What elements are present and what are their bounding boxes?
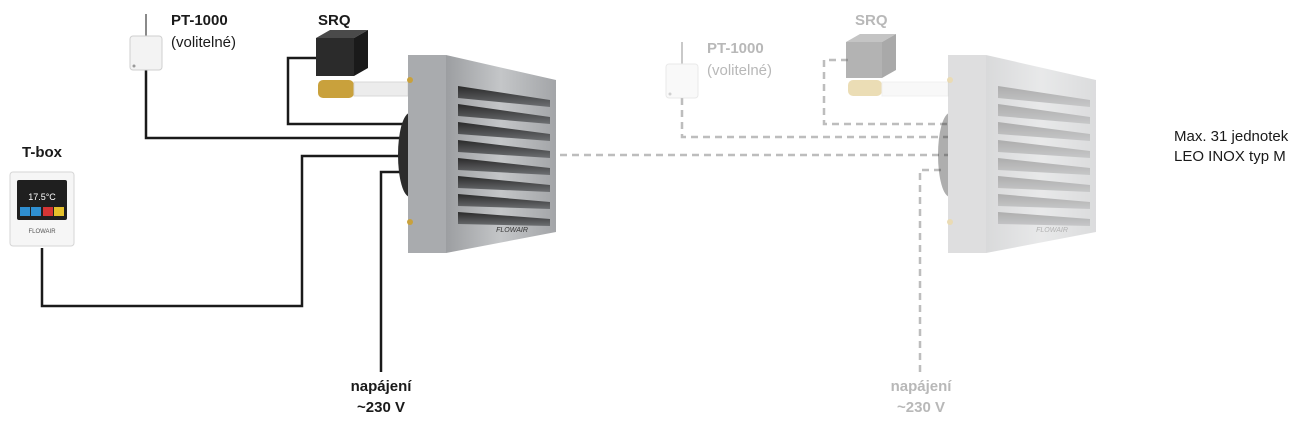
- power-label-right: napájení: [890, 378, 952, 395]
- wire-tbox-to-heater: [40, 154, 408, 308]
- pt1000-sublabel-right: (volitelné): [707, 62, 773, 79]
- tbox-controller: 17.5°C FLOWAIR: [9, 171, 75, 247]
- tbox-button-blue-2: [31, 207, 41, 216]
- heater-louvers-left: [458, 86, 550, 226]
- heater-louvers-right: [998, 86, 1090, 226]
- pt1000-label-right: PT-1000: [707, 40, 764, 57]
- tbox-label: T-box: [22, 144, 62, 161]
- heater-unit-right: FLOWAIR: [938, 55, 1096, 253]
- heater-fan-right: [938, 113, 962, 197]
- heater-unit-left: FLOWAIR: [398, 55, 556, 253]
- wire-valve-loop: [286, 56, 408, 126]
- wire-sensor-right: [680, 98, 948, 139]
- pt1000-label-left: PT-1000: [171, 12, 228, 29]
- pt1000-sublabel-left: (volitelné): [171, 34, 237, 51]
- heater-brand-right: FLOWAIR: [1036, 227, 1068, 234]
- max-units-note-line1: Max. 31 jednotek: [1174, 128, 1289, 145]
- wire-valve-loop-right: [822, 58, 948, 126]
- power-label-left: napájení: [350, 378, 412, 395]
- power-voltage-right: ~230 V: [897, 399, 945, 416]
- tbox-screen-temp: 17.5°C: [28, 192, 56, 202]
- pt1000-sensor-left: [129, 14, 163, 71]
- heater-brand-left: FLOWAIR: [496, 227, 528, 234]
- srq-label-right: SRQ: [855, 12, 888, 29]
- pt1000-sensor-right: [665, 42, 699, 99]
- wire-sensor-to-heater: [144, 70, 408, 140]
- wire-power-left: [379, 170, 404, 372]
- tbox-button-blue: [20, 207, 30, 216]
- wire-power-right: [918, 168, 944, 372]
- dashed-wires: [560, 58, 948, 372]
- srq-label-left: SRQ: [318, 12, 351, 29]
- tbox-button-yellow: [54, 207, 64, 216]
- max-units-note-line2: LEO INOX typ M: [1174, 148, 1286, 165]
- solid-wires: [40, 56, 408, 372]
- tbox-button-red: [43, 207, 53, 216]
- tbox-brand: FLOWAIR: [28, 229, 56, 235]
- srq-valve-left: [316, 30, 409, 98]
- power-voltage-left: ~230 V: [357, 399, 405, 416]
- srq-valve-right: [846, 34, 949, 97]
